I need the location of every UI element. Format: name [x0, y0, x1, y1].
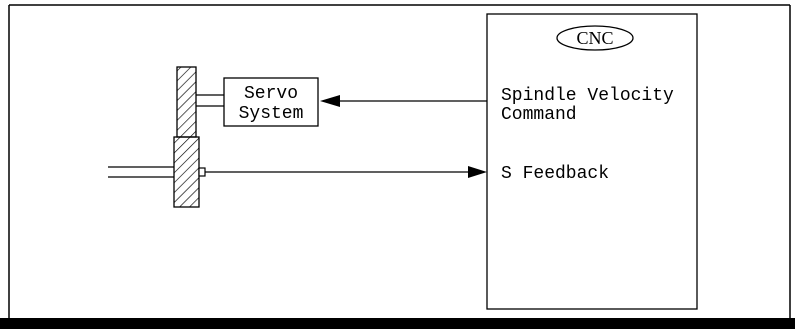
spindle-velocity-label: Spindle Velocity — [501, 86, 674, 106]
feedback-arrow — [198, 166, 487, 178]
servo-label: Servo — [244, 84, 298, 104]
cnc-unit: CNC Spindle Velocity Command S Feedback — [486, 13, 698, 310]
system-label: System — [239, 104, 304, 124]
spindle-block — [173, 136, 200, 208]
servo-box — [223, 77, 319, 127]
cnc-badge-ellipse — [556, 25, 634, 51]
cnc-box — [486, 13, 698, 310]
s-feedback-label: S Feedback — [501, 164, 609, 184]
motor-block — [176, 66, 197, 138]
command-label: Command — [501, 105, 577, 125]
command-arrow — [320, 95, 487, 107]
servo-system: Servo System — [223, 77, 319, 127]
spindle-shaft — [108, 166, 174, 178]
servo-motor-link — [196, 94, 224, 107]
diagram-frame — [0, 4, 795, 329]
cnc-badge: CNC — [576, 28, 613, 48]
encoder-connector — [198, 167, 206, 177]
